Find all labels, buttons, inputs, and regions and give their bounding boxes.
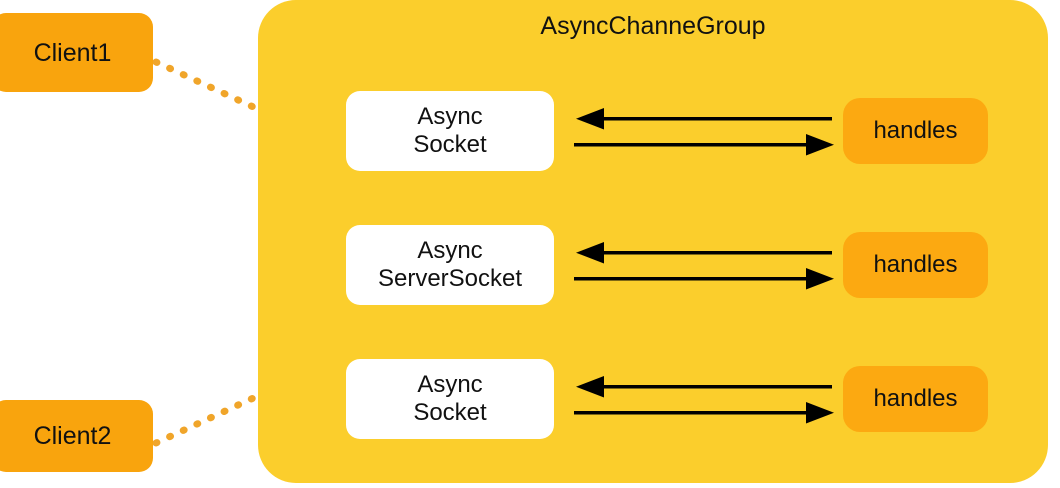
client1-label: Client1 (33, 38, 112, 67)
client1-box[interactable]: Client1 (0, 13, 153, 92)
channel-label-line1: Async (417, 103, 483, 130)
right-arrow (574, 402, 834, 424)
arrow-pair (574, 373, 836, 425)
channel-label-line2: Socket (413, 399, 487, 426)
handles-box[interactable]: handles (843, 98, 988, 164)
async-channel-group-panel: AsyncChanneGroup Async Socket (258, 0, 1048, 483)
handles-label: handles (873, 117, 958, 144)
async-socket-box[interactable]: Async Socket (346, 359, 554, 439)
right-arrow (574, 268, 834, 290)
handles-box[interactable]: handles (843, 366, 988, 432)
client2-label: Client2 (33, 422, 112, 450)
handles-label: handles (873, 385, 958, 412)
left-arrow (576, 242, 832, 264)
channel-label-line2: Socket (413, 131, 487, 158)
channel-label-line1: Async (417, 371, 483, 398)
left-arrow (576, 376, 832, 398)
connector-client2 (152, 390, 266, 447)
channel-row: Async Socket handles (346, 359, 988, 439)
right-arrow (574, 134, 834, 156)
left-arrow (576, 108, 832, 130)
channel-row: Async Socket handles (346, 91, 988, 171)
handles-label: handles (873, 251, 958, 278)
group-title: AsyncChanneGroup (540, 12, 766, 40)
connector-client1 (152, 58, 266, 115)
client2-box[interactable]: Client2 (0, 400, 153, 472)
channel-label-line2: ServerSocket (377, 265, 523, 292)
channel-label-line1: Async (417, 237, 483, 264)
channel-row: Async ServerSocket handles (346, 225, 988, 305)
async-serversocket-box[interactable]: Async ServerSocket (346, 225, 554, 305)
handles-box[interactable]: handles (843, 232, 988, 298)
arrow-pair (574, 105, 836, 157)
async-socket-box[interactable]: Async Socket (346, 91, 554, 171)
arrow-pair (574, 239, 836, 291)
